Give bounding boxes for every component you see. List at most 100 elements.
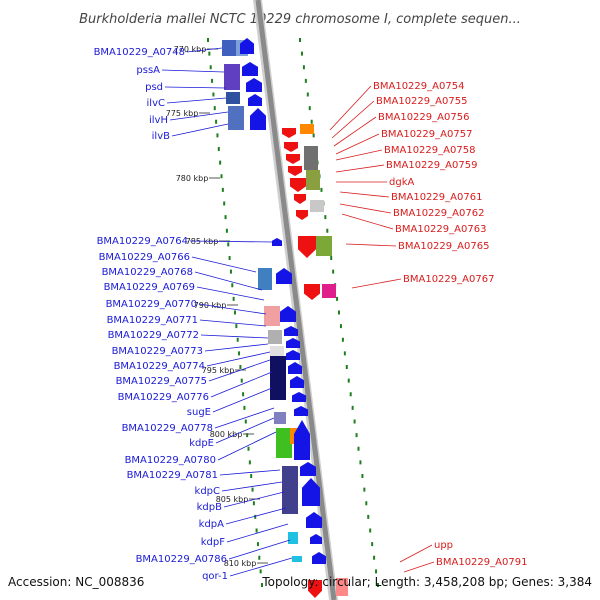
- forward-gene-arrow: [240, 38, 254, 54]
- gene-block: [310, 200, 324, 212]
- scale-label: 800 kbp: [210, 430, 243, 439]
- right-gene-leader: [335, 149, 383, 161]
- forward-gene-arrow: [286, 338, 300, 348]
- scale-label: 810 kbp: [224, 559, 257, 568]
- tick-dot-inner: [235, 324, 238, 329]
- gene-block: [268, 330, 282, 344]
- scale-label: 780 kbp: [176, 174, 209, 183]
- left-gene-label: BMA10229_A0778: [122, 423, 213, 434]
- right-gene-leader: [341, 213, 394, 230]
- gene-block: [316, 236, 332, 256]
- forward-gene-arrow: [276, 268, 292, 284]
- tick-dot-outer: [341, 337, 344, 342]
- tick-dot-outer: [302, 65, 305, 70]
- left-gene-label: sugE: [187, 407, 211, 418]
- right-gene-leader: [335, 164, 385, 173]
- left-gene-leader: [229, 557, 293, 577]
- left-gene-label: BMA10229_A0766: [99, 252, 190, 263]
- left-gene-leader: [200, 334, 269, 339]
- left-gene-leader: [164, 86, 227, 89]
- map-title: Burkholderia mallei NCTC 10229 chromosom…: [79, 12, 521, 27]
- left-gene-leader: [215, 417, 275, 444]
- tick-dot-outer: [349, 392, 352, 397]
- reverse-gene-arrow: [296, 210, 308, 220]
- tick-dot-outer: [339, 324, 342, 329]
- scale-label: 770 kbp: [174, 45, 207, 54]
- left-gene-leader: [198, 303, 267, 315]
- tick-dot-outer: [371, 542, 374, 547]
- right-gene-label: BMA10229_A0755: [376, 96, 467, 107]
- gene-block: [300, 124, 314, 134]
- forward-gene-arrow: [286, 350, 300, 360]
- forward-gene-arrow: [280, 306, 296, 322]
- reverse-gene-arrow: [290, 178, 306, 192]
- tick-dot-inner: [251, 487, 254, 492]
- left-gene-leader: [199, 319, 267, 327]
- gene-block: [288, 532, 298, 544]
- left-gene-leader: [223, 491, 285, 508]
- tick-dot-outer: [377, 583, 379, 587]
- tick-dot-inner: [227, 242, 230, 247]
- tick-dot-inner: [217, 147, 220, 151]
- left-gene-label: BMA10229_A0781: [127, 470, 218, 481]
- right-gene-label: BMA10229_A0754: [373, 81, 464, 92]
- left-gene-label: BMA10229_A0770: [106, 299, 197, 310]
- scale-label: 805 kbp: [216, 495, 249, 504]
- forward-gene-arrow: [300, 462, 316, 476]
- tick-dot-inner: [261, 583, 263, 587]
- left-gene-label: kdpA: [199, 519, 224, 530]
- tick-dot-inner: [247, 446, 250, 451]
- gene-block: [228, 106, 244, 130]
- left-gene-leader: [219, 469, 281, 476]
- tick-dot-outer: [347, 378, 350, 383]
- tick-dot-outer: [353, 419, 356, 424]
- left-gene-leader: [226, 523, 289, 543]
- reverse-gene-arrow: [288, 166, 302, 176]
- left-gene-label: kdpE: [189, 438, 214, 449]
- right-gene-leader: [345, 243, 397, 247]
- tick-dot-outer: [369, 528, 372, 533]
- left-gene-label: BMA10229_A0774: [114, 361, 205, 372]
- tick-dot-inner: [224, 215, 227, 220]
- tick-dot-outer: [343, 351, 346, 356]
- left-gene-leader: [228, 539, 291, 560]
- reverse-gene-arrow: [298, 236, 316, 258]
- left-gene-leader: [194, 271, 263, 291]
- scale-label: 775 kbp: [166, 109, 199, 118]
- left-gene-leader: [208, 359, 271, 382]
- tick-dot-inner: [212, 92, 215, 97]
- left-gene-label: BMA10229_A0764: [97, 236, 188, 247]
- tick-dot-inner: [225, 228, 228, 233]
- gene-block: [276, 428, 292, 458]
- tick-dot-inner: [231, 283, 234, 288]
- tick-dot-inner: [243, 405, 246, 410]
- left-gene-leader: [206, 351, 271, 367]
- left-gene-leader: [214, 407, 275, 429]
- gene-block: [226, 92, 240, 104]
- right-gene-leader: [339, 203, 392, 214]
- left-gene-leader: [186, 47, 223, 53]
- tick-dot-outer: [361, 474, 364, 478]
- right-gene-label: BMA10229_A0763: [395, 224, 486, 235]
- forward-gene-arrow: [294, 420, 310, 460]
- tick-dot-outer: [351, 405, 354, 410]
- right-gene-label: BMA10229_A0761: [391, 192, 482, 203]
- tick-dot-outer: [332, 269, 335, 274]
- gene-block: [274, 412, 286, 424]
- left-gene-label: BMA10229_A0780: [125, 455, 216, 466]
- forward-gene-arrow: [272, 238, 282, 246]
- left-gene-label: BMA10229_A0775: [116, 376, 207, 387]
- tick-dot-inner: [238, 351, 241, 356]
- tick-dot-inner: [232, 296, 235, 301]
- tick-dot-inner: [215, 119, 218, 124]
- forward-gene-arrow: [294, 406, 308, 416]
- reverse-gene-arrow: [308, 580, 322, 598]
- left-gene-label: ilvH: [149, 115, 168, 126]
- right-gene-label: BMA10229_A0757: [381, 129, 472, 140]
- left-gene-label: BMA10229_A0772: [108, 330, 199, 341]
- forward-gene-arrow: [248, 94, 262, 106]
- tick-dot-inner: [246, 433, 249, 438]
- topology-summary: Topology: circular; Length: 3,458,208 bp…: [261, 575, 592, 589]
- left-gene-label: kdpB: [197, 502, 222, 513]
- tick-dot-inner: [259, 569, 262, 574]
